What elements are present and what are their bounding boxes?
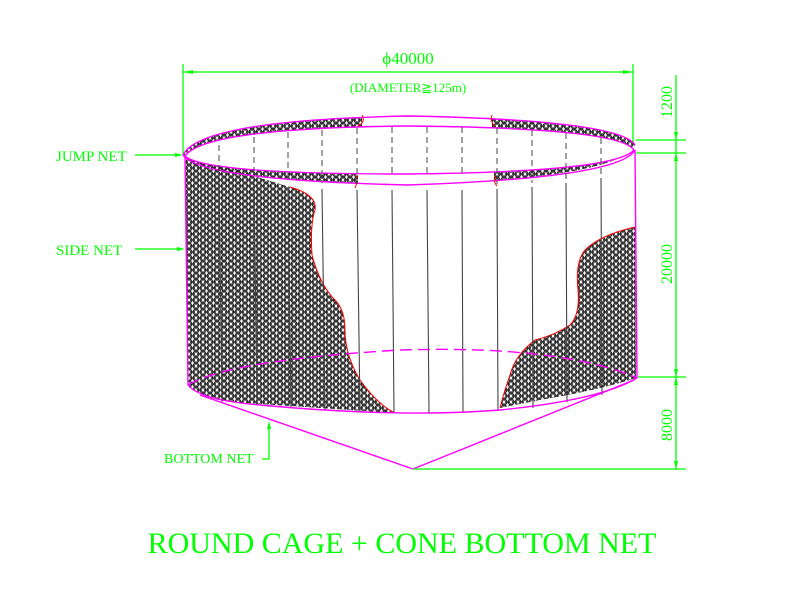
diagram-title: ROUND CAGE + CONE BOTTOM NET — [148, 527, 657, 560]
cage-outline — [184, 149, 638, 414]
side-net-lines — [218, 177, 603, 414]
jump-net-callout: JUMP NET — [56, 149, 183, 165]
diameter-note: (DIAMETER≧125m) — [350, 80, 466, 95]
cone-bottom-net — [199, 379, 635, 470]
side-net-mesh-right — [500, 227, 636, 408]
side-net-label: SIDE NET — [56, 243, 122, 259]
jump-net-height: 1200 — [659, 86, 676, 118]
jump-net-ring — [182, 112, 636, 189]
bottom-net-callout: BOTTOM NET — [164, 421, 271, 467]
diameter-dimension: ϕ40000 (DIAMETER≧125m) — [182, 49, 634, 155]
height-dimensions — [413, 75, 686, 470]
bottom-net-label: BOTTOM NET — [164, 452, 254, 467]
side-net-mesh-left — [185, 155, 395, 413]
side-net-callout: SIDE NET — [56, 243, 185, 259]
jump-net-label: JUMP NET — [56, 149, 127, 165]
side-net-height: 20000 — [659, 244, 676, 284]
cone-depth: 8000 — [659, 409, 676, 441]
diameter-label: ϕ40000 — [382, 49, 433, 68]
